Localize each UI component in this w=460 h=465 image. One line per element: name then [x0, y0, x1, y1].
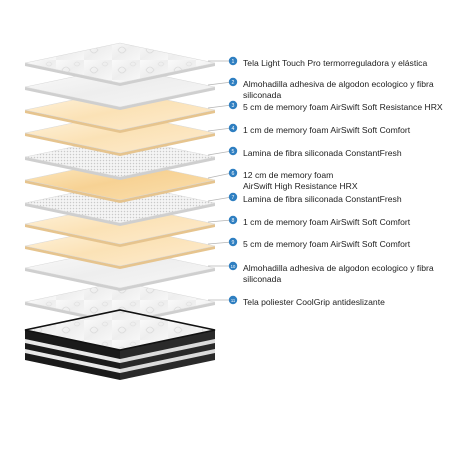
layer-label-line1: Tela poliester CoolGrip antideslizante: [243, 297, 385, 307]
callout-dot-5: [228, 146, 238, 156]
layer-sheet-1: [24, 42, 216, 86]
callout-dot-8: [228, 215, 238, 225]
layer-label-11: Tela poliester CoolGrip antideslizante: [243, 297, 385, 308]
callout-line-5: [207, 150, 233, 156]
callout-number-4: 4: [232, 126, 235, 132]
layer-top-1: [24, 42, 216, 84]
layer-label-line1: Lamina de fibra siliconada ConstantFresh: [243, 148, 402, 158]
assembled-mattress: [24, 309, 216, 380]
callout-line-8: [207, 219, 233, 223]
mattress-top: [24, 309, 216, 351]
mattress-band-left-2: [25, 349, 120, 373]
layer-top-11: [24, 281, 216, 323]
callout-line-4: [207, 127, 233, 132]
callout-number-2: 2: [232, 80, 235, 86]
layer-label-10: Almohadilla adhesiva de algodon ecologic…: [243, 263, 434, 285]
layer-label-line1: Almohadilla adhesiva de algodon ecologic…: [243, 263, 434, 273]
callout-dot-9: [228, 237, 238, 247]
layer-label-line1: 5 cm de memory foam AirSwift Soft Comfor…: [243, 239, 411, 249]
callout-number-3: 3: [232, 103, 235, 109]
callout-number-8: 8: [232, 218, 235, 224]
callout-dot-10: [228, 261, 238, 271]
callout-dot-2: [228, 77, 238, 87]
callout-dot-6: [228, 168, 238, 178]
callout-number-5: 5: [232, 149, 235, 155]
callout-line-9: [207, 241, 233, 245]
layer-sheet-11: [24, 281, 216, 325]
layer-label-8: 1 cm de memory foam AirSwift Soft Comfor…: [243, 217, 410, 228]
layer-label-line2: AirSwift High Resistance HRX: [243, 181, 358, 191]
callout-line-7: [207, 196, 233, 202]
callout-number-11: 11: [231, 298, 236, 303]
callout-dot-1: [228, 56, 238, 66]
callout-line-6: [207, 172, 233, 179]
layer-label-line2: siliconada: [243, 274, 282, 284]
callout-number-10: 10: [231, 264, 236, 269]
mattress-band-right-1: [120, 339, 215, 363]
callout-number-9: 9: [232, 240, 235, 246]
layer-label-7: Lamina de fibra siliconada ConstantFresh: [243, 194, 402, 205]
callout-number-6: 6: [232, 171, 235, 177]
mattress-band-left-1: [25, 339, 120, 363]
layer-label-line1: 1 cm de memory foam AirSwift Soft Comfor…: [243, 217, 411, 227]
callout-line-2: [207, 81, 233, 86]
callout-line-3: [207, 104, 233, 109]
layer-label-line1: 5 cm de memory foam AirSwift Soft Resist…: [243, 102, 443, 112]
callout-dot-11: [228, 295, 238, 305]
layer-label-5: Lamina de fibra siliconada ConstantFresh: [243, 148, 402, 159]
layer-label-line1: 1 cm de memory foam AirSwift Soft Comfor…: [243, 125, 411, 135]
layer-label-line1: 12 cm de memory foam: [243, 170, 334, 180]
mattress-band-right-2: [120, 349, 215, 373]
layer-label-line1: Lamina de fibra siliconada ConstantFresh: [243, 194, 402, 204]
layer-label-9: 5 cm de memory foam AirSwift Soft Comfor…: [243, 239, 410, 250]
layer-label-4: 1 cm de memory foam AirSwift Soft Comfor…: [243, 125, 410, 136]
layer-label-line1: Almohadilla adhesiva de algodon ecologic…: [243, 79, 434, 89]
layer-label-1: Tela Light Touch Pro termorreguladora y …: [243, 58, 427, 69]
callout-dot-3: [228, 100, 238, 110]
layer-label-3: 5 cm de memory foam AirSwift Soft Resist…: [243, 102, 443, 113]
callout-number-7: 7: [232, 195, 235, 201]
callout-dot-7: [228, 192, 238, 202]
callout-number-1: 1: [232, 59, 235, 65]
layer-label-line1: Tela Light Touch Pro termorreguladora y …: [243, 58, 428, 68]
callout-dot-4: [228, 123, 238, 133]
layer-label-line2: siliconada: [243, 90, 282, 100]
layer-label-2: Almohadilla adhesiva de algodon ecologic…: [243, 79, 434, 101]
